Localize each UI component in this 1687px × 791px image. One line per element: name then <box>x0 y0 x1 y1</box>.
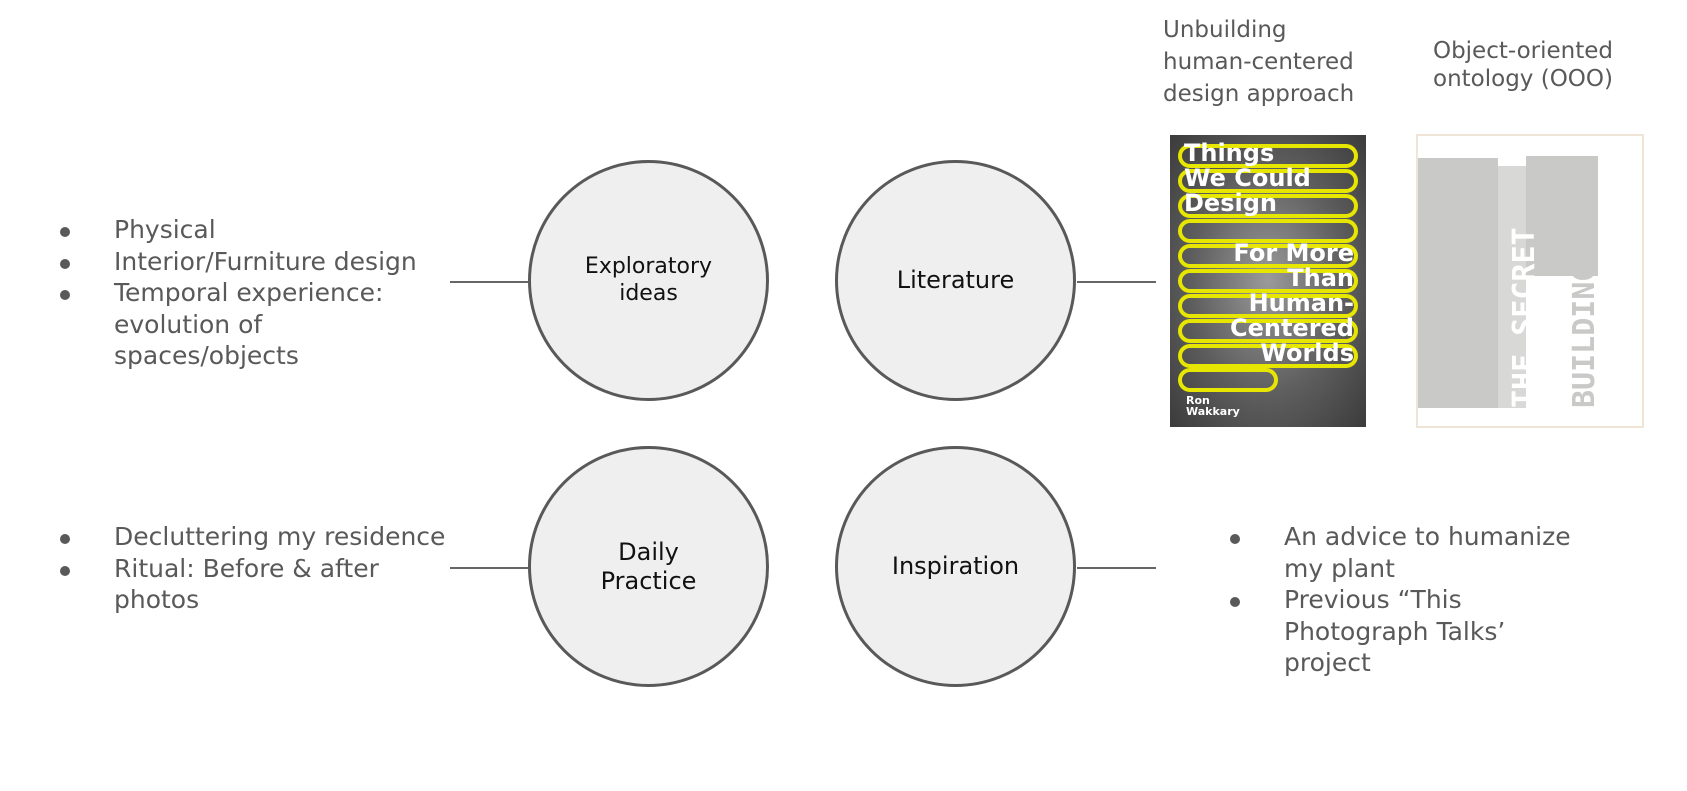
cover1-ring <box>1178 269 1358 293</box>
node-literature: Literature <box>835 160 1076 401</box>
cover1-ring <box>1178 194 1358 218</box>
list-item: Interior/Furniture design <box>58 246 448 278</box>
connector-inspiration <box>1077 567 1156 569</box>
node-label: Literature <box>896 266 1015 295</box>
book1-caption: Unbuilding human-centered design approac… <box>1163 17 1355 107</box>
cover1-title-line: Centered <box>1230 314 1354 342</box>
cover1-ring <box>1178 144 1358 168</box>
cover1-title-line: Design <box>1184 189 1277 217</box>
node-daily-practice: Daily Practice <box>528 446 769 687</box>
cover1-title-line: For More <box>1233 239 1354 267</box>
cover1-ring <box>1178 244 1358 268</box>
daily-list: Decluttering my residence Ritual: Before… <box>58 521 478 616</box>
inspiration-list: An advice to humanize my plant Previous … <box>1228 521 1588 679</box>
book2-caption: Object-oriented ontology (OOO) <box>1432 38 1614 92</box>
cover1-title-line: Worlds <box>1260 339 1354 367</box>
cover1-ring <box>1178 344 1358 368</box>
list-item: Decluttering my residence <box>58 521 478 553</box>
cover1-title-line: Things <box>1184 139 1274 167</box>
cover2-title-line: LIFE OF <box>1537 282 1572 408</box>
cover2-title-line: THE SECRET <box>1507 227 1542 408</box>
connector-literature <box>1077 281 1156 283</box>
cover1-ring <box>1178 319 1358 343</box>
exploratory-list: Physical Interior/Furniture design Tempo… <box>58 214 448 372</box>
list-item: Physical <box>58 214 448 246</box>
cover2-block-left <box>1418 158 1498 408</box>
node-label: Inspiration <box>891 552 1020 581</box>
cover1-title-line: Than <box>1287 264 1354 292</box>
cover2-title-line: BUILDINGS <box>1567 245 1602 408</box>
node-label: Daily Practice <box>600 537 697 595</box>
cover2-block-mid <box>1498 166 1526 408</box>
cover1-author-line: Ron <box>1186 394 1210 407</box>
cover1-ring <box>1178 219 1358 243</box>
node-label: Exploratory ideas <box>584 254 713 306</box>
cover1-author-line: Wakkary <box>1186 405 1240 418</box>
cover1-title-line: Human- <box>1249 289 1354 317</box>
list-item: Previous “This Photograph Talks’ project <box>1228 584 1534 679</box>
connector-daily <box>450 567 528 569</box>
node-inspiration: Inspiration <box>835 446 1076 687</box>
cover1-ring <box>1178 294 1358 318</box>
connector-exploratory <box>450 281 528 283</box>
list-item: Temporal experience: evolution of spaces… <box>58 277 389 372</box>
node-exploratory-ideas: Exploratory ideas <box>528 160 769 401</box>
cover1-ring <box>1178 169 1358 193</box>
cover1-title-line: We Could <box>1184 164 1311 192</box>
cover1-ring <box>1178 368 1278 392</box>
list-item: Ritual: Before & after photos <box>58 553 414 616</box>
cover2-block-right <box>1526 156 1598 276</box>
list-item: An advice to humanize my plant <box>1228 521 1584 584</box>
